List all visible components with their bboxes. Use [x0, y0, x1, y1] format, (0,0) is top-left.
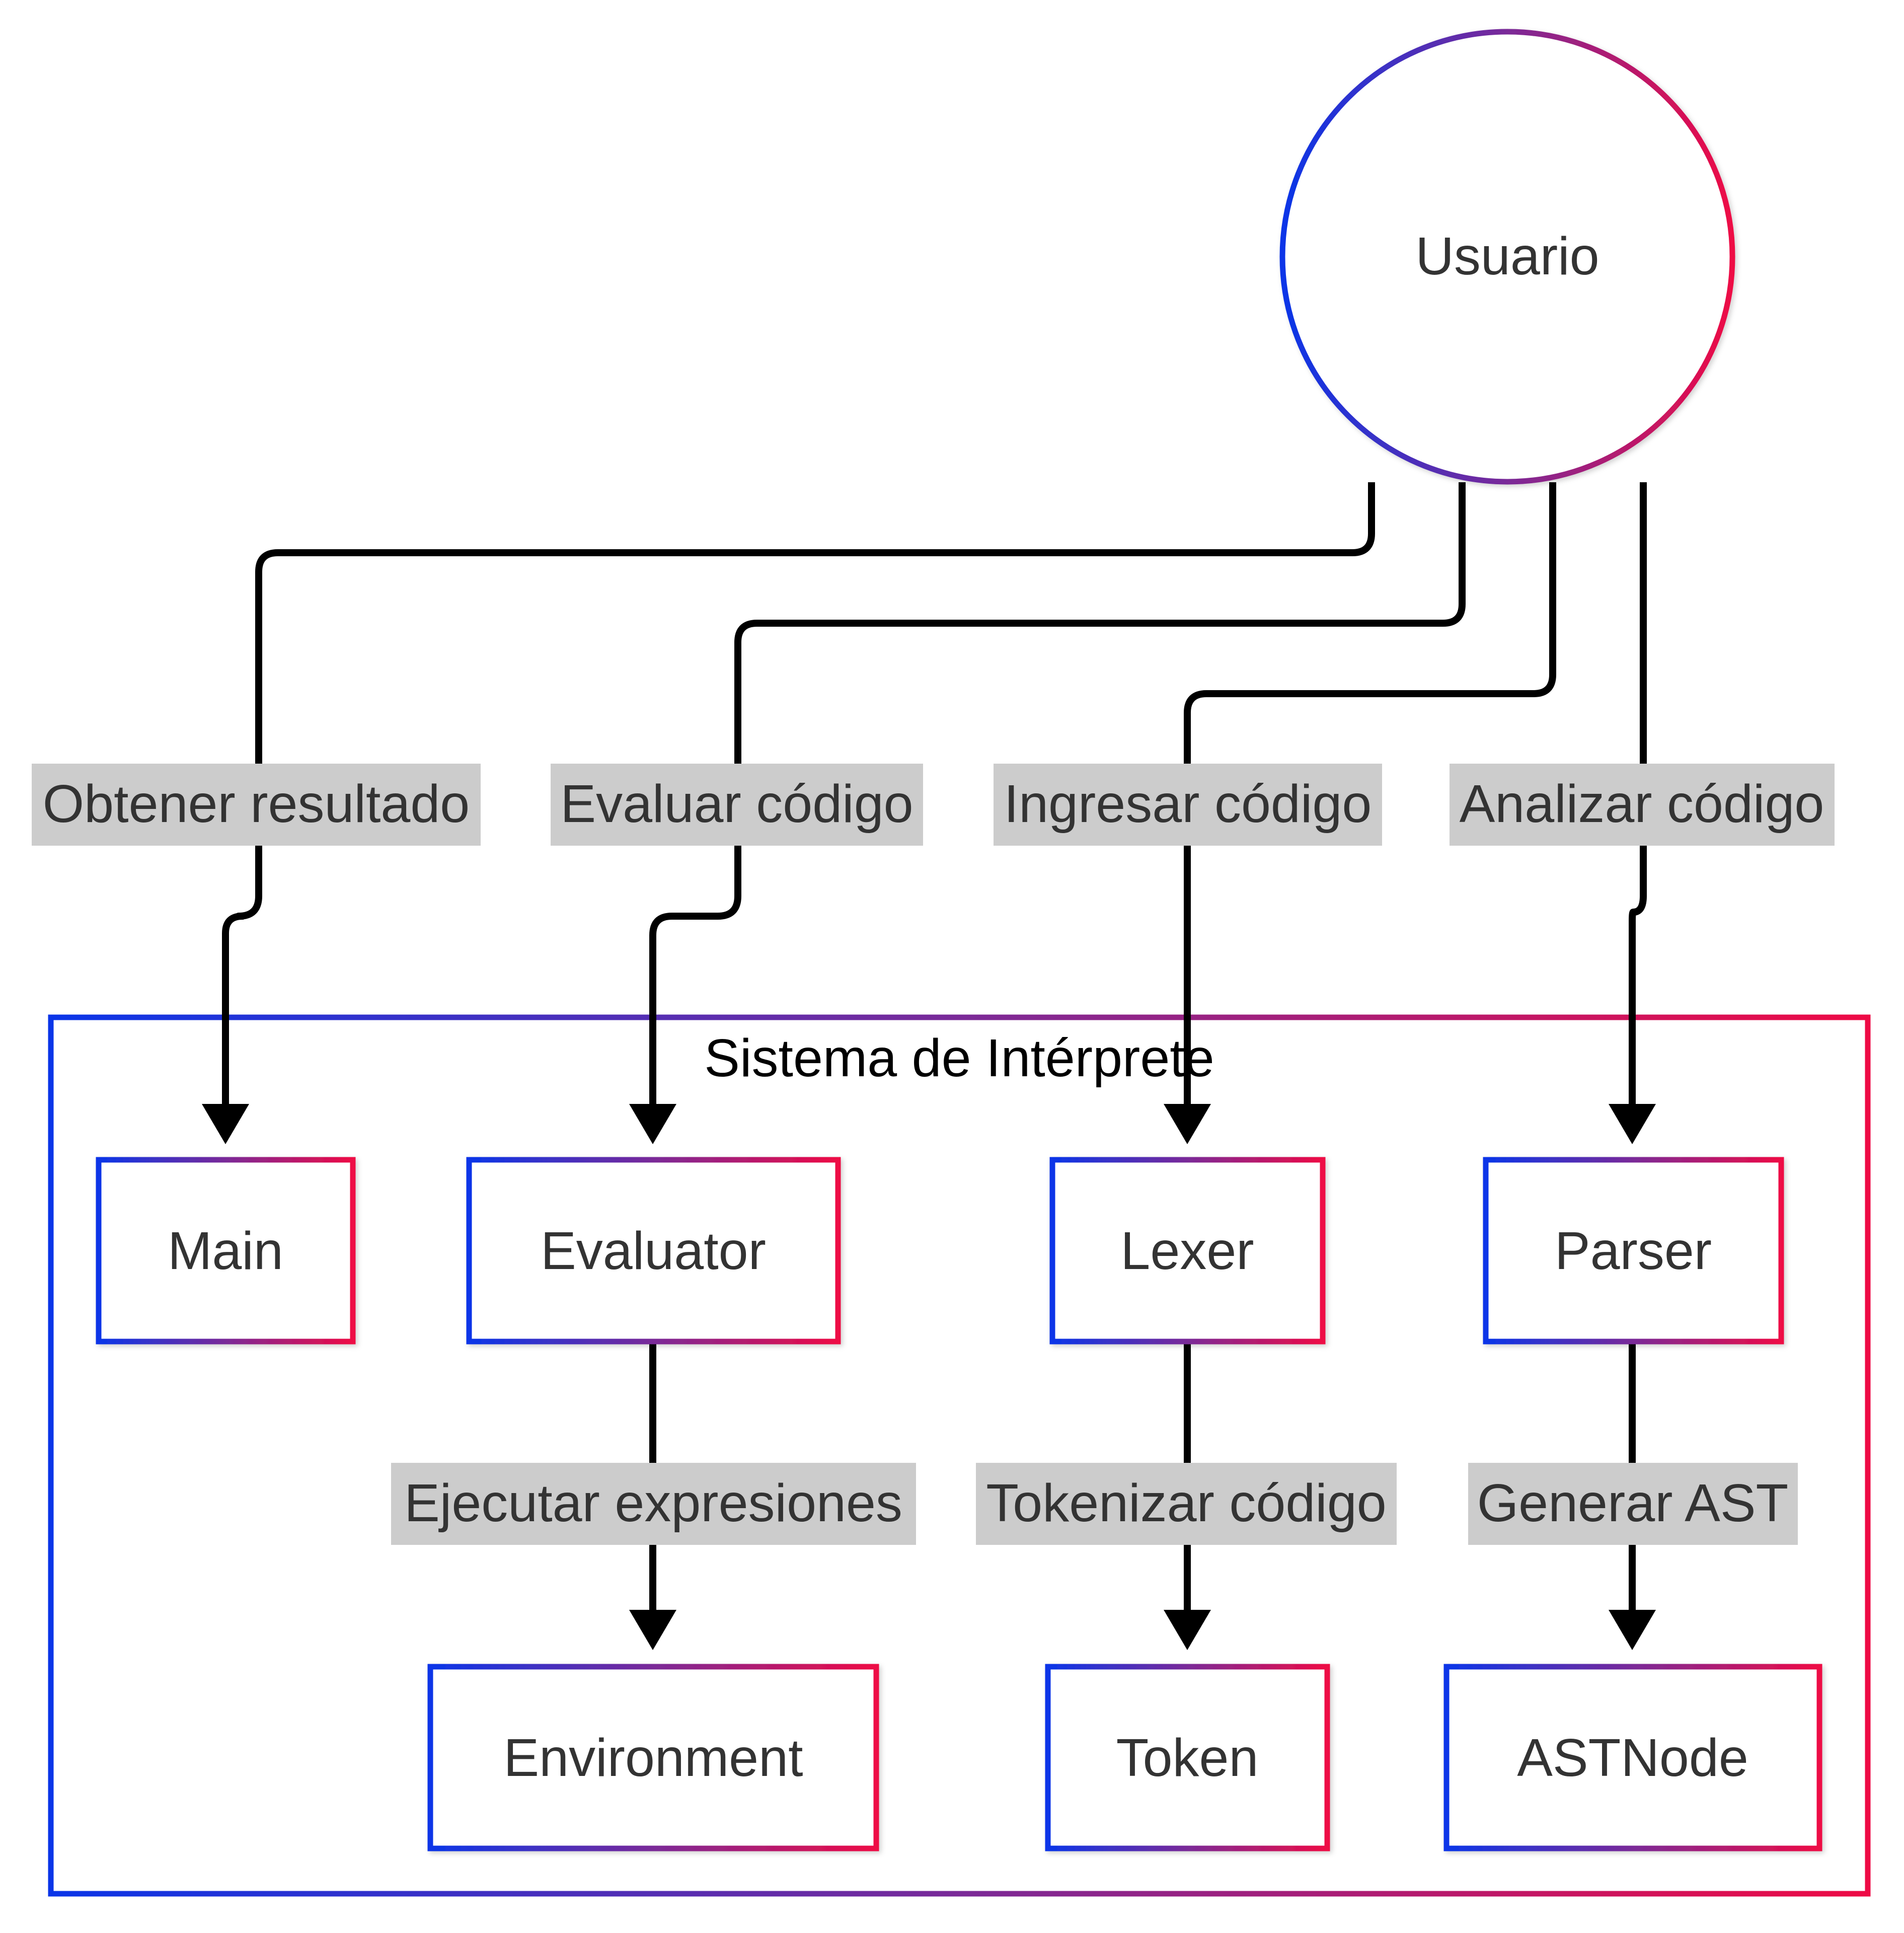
svg-text:Ejecutar expresiones: Ejecutar expresiones — [404, 1473, 902, 1533]
node-main[interactable]: Main — [96, 1157, 356, 1345]
edge-label-lexer-token: Tokenizar código — [976, 1463, 1397, 1545]
node-lexer-label: Lexer — [1120, 1221, 1254, 1281]
edge-label-parser-astnode: Generar AST — [1468, 1463, 1798, 1545]
node-astnode[interactable]: ASTNode — [1443, 1664, 1822, 1851]
node-astnode-label: ASTNode — [1517, 1728, 1748, 1788]
cluster-sistema-de-interprete: Sistema de Intérprete — [48, 1014, 1871, 1897]
node-environment[interactable]: Environment — [427, 1664, 879, 1851]
svg-text:Generar AST: Generar AST — [1477, 1473, 1789, 1533]
edge-usuario-lexer — [1164, 482, 1556, 1144]
svg-text:Tokenizar código: Tokenizar código — [986, 1473, 1386, 1533]
node-token-label: Token — [1116, 1728, 1259, 1788]
svg-text:Analizar código: Analizar código — [1460, 774, 1824, 834]
cluster-border — [48, 1014, 1871, 1897]
actor-usuario-label: Usuario — [1415, 227, 1599, 286]
cluster-title: Sistema de Intérprete — [704, 1028, 1214, 1088]
svg-text:Ingresar código: Ingresar código — [1004, 774, 1372, 834]
edge-label-evaluator-environment: Ejecutar expresiones — [391, 1463, 916, 1545]
node-parser-label: Parser — [1555, 1221, 1712, 1281]
svg-text:Obtener resultado: Obtener resultado — [43, 774, 470, 834]
edge-usuario-parser — [1609, 482, 1656, 1144]
node-lexer[interactable]: Lexer — [1049, 1157, 1326, 1345]
edge-label-usuario-parser: Analizar código — [1450, 764, 1835, 846]
node-evaluator[interactable]: Evaluator — [466, 1157, 841, 1345]
actor-circle — [1279, 29, 1735, 485]
node-main-label: Main — [168, 1221, 283, 1281]
edge-label-usuario-evaluator: Evaluar código — [551, 764, 923, 846]
node-token[interactable]: Token — [1045, 1664, 1330, 1851]
edge-usuario-main — [202, 482, 1375, 1144]
svg-text:Evaluar código: Evaluar código — [560, 774, 913, 834]
node-environment-label: Environment — [503, 1728, 803, 1788]
edge-label-usuario-lexer: Ingresar código — [994, 764, 1382, 846]
node-parser[interactable]: Parser — [1483, 1157, 1784, 1345]
edge-label-usuario-main: Obtener resultado — [32, 764, 481, 846]
actor-usuario[interactable] — [1279, 29, 1735, 485]
node-evaluator-label: Evaluator — [541, 1221, 766, 1281]
